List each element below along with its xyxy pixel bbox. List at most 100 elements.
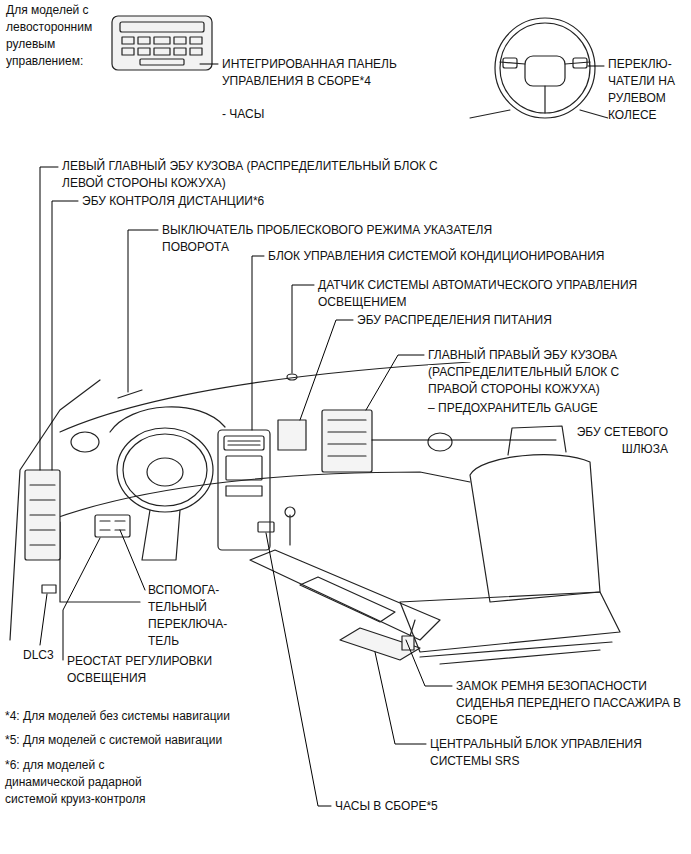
- part-label: ПЕРЕКЛЮ- ЧАТЕЛИ НА РУЛЕВОМ КОЛЕСЕ: [608, 57, 675, 122]
- leader-lines-part: [372, 440, 556, 441]
- dashboard-outline-part: [118, 390, 142, 398]
- control-panel-icon-part: [122, 48, 134, 55]
- dashboard-outline-part: [258, 522, 274, 532]
- part-label-box: ЦЕНТРАЛЬНЫЙ БЛОК УПРАВЛЕНИЯ СИСТЕМЫ SRS: [430, 736, 680, 770]
- part-label: – ПРЕДОХРАНИТЕЛЬ GAUGE: [428, 401, 598, 415]
- dashboard-outline-part: [10, 380, 100, 640]
- footnote-box: *6: для моделей с динамической радарной …: [5, 757, 177, 808]
- leader-lines-part: [300, 320, 353, 420]
- dashboard-outline-part: [71, 432, 99, 452]
- control-panel-icon-part: [174, 48, 186, 55]
- part-label: ЧАСЫ В СБОРЕ*5: [335, 799, 438, 813]
- dashboard-outline-part: [226, 456, 262, 480]
- leader-lines-part: [252, 256, 264, 430]
- dashboard-outline-part: [60, 362, 470, 432]
- dashboard-outline-part: [100, 521, 125, 530]
- dashboard-outline-part: [226, 486, 262, 496]
- control-panel-icon-part: [190, 48, 202, 55]
- leader-lines-part: [375, 652, 426, 744]
- part-label: ЭБУ РАСПРЕДЕЛЕНИЯ ПИТАНИЯ: [357, 313, 552, 327]
- dashboard-outline-part: [95, 515, 130, 537]
- part-label-box: ВСПОМОГА- ТЕЛЬНЫЙ ПЕРЕКЛЮЧА- ТЕЛЬ: [148, 582, 232, 650]
- dashboard-outline-part: [328, 420, 366, 456]
- part-label-box: РЕОСТАТ РЕГУЛИРОВКИ ОСВЕЩЕНИЯ: [67, 653, 245, 687]
- footnote-box: *4: Для моделей без системы навигации: [5, 708, 305, 725]
- dashboard-outline-part: [278, 420, 306, 450]
- part-label: ЗАМОК РЕМНЯ БЕЗОПАСНОСТИ СИДЕНЬЯ ПЕРЕДНЕ…: [456, 679, 681, 727]
- leader-lines-part: [128, 230, 158, 392]
- dashboard-outline-part: [42, 585, 56, 593]
- model-note-box: Для моделей с левосторонним рулевым упра…: [6, 2, 98, 70]
- dashboard-outline-part: [30, 485, 55, 545]
- footnote: *5: Для моделей с системой навигации: [5, 733, 222, 747]
- part-label-box: ПЕРЕКЛЮ- ЧАТЕЛИ НА РУЛЕВОМ КОЛЕСЕ: [608, 56, 686, 124]
- steering-wheel-icon: [470, 18, 615, 120]
- dashboard-outline-part: [428, 433, 452, 451]
- leader-lines-part: [63, 538, 100, 660]
- steering-wheel-icon-part: [500, 23, 590, 113]
- steering-wheel-icon-part: [495, 18, 595, 118]
- leader-lines-part: [366, 355, 424, 410]
- part-label-box: ЧАСЫ В СБОРЕ*5: [335, 798, 495, 815]
- dashboard-outline-part: [123, 434, 207, 506]
- part-label: ГЛАВНЫЙ ПРАВЫЙ ЭБУ КУЗОВА (РАСПРЕДЕЛИТЕЛ…: [428, 348, 619, 396]
- passenger-seat: [400, 426, 620, 664]
- leader-lines-part: [120, 530, 145, 590]
- part-label: РЕОСТАТ РЕГУЛИРОВКИ ОСВЕЩЕНИЯ: [67, 654, 212, 685]
- control-panel-icon-part: [112, 16, 212, 70]
- part-label-box: БЛОК УПРАВЛЕНИЯ СИСТЕМОЙ КОНДИЦИОНИРОВАН…: [268, 248, 683, 265]
- part-label-box: ГЛАВНЫЙ ПРАВЫЙ ЭБУ КУЗОВА (РАСПРЕДЕЛИТЕЛ…: [428, 347, 660, 398]
- part-label-box: - ЧАСЫ: [222, 106, 302, 123]
- leader-lines-part: [292, 285, 314, 373]
- leader-lines-part: [52, 201, 78, 470]
- control-panel-icon-part: [120, 22, 204, 32]
- control-panel-icon-part: [122, 37, 134, 44]
- part-label-box: ЭБУ КОНТРОЛЯ ДИСТАНЦИИ*6: [82, 193, 342, 210]
- part-label-box: ЭБУ РАСПРЕДЕЛЕНИЯ ПИТАНИЯ: [357, 312, 607, 329]
- model-note: Для моделей с левосторонним рулевым упра…: [6, 3, 92, 68]
- steering-wheel-icon-part: [525, 56, 565, 86]
- part-label: ВСПОМОГА- ТЕЛЬНЫЙ ПЕРЕКЛЮЧА- ТЕЛЬ: [148, 583, 227, 648]
- control-panel-icon-part: [138, 48, 150, 55]
- leader-lines-part: [40, 167, 58, 470]
- footnote: *4: Для моделей без системы навигации: [5, 709, 230, 723]
- passenger-seat-part: [470, 455, 600, 602]
- footnote: *6: для моделей с динамической радарной …: [5, 758, 145, 806]
- part-label: DLC3: [23, 648, 54, 662]
- control-panel-icon: [112, 16, 212, 70]
- part-label-box: ЭБУ СЕТЕВОГО ШЛЮЗА: [548, 424, 668, 458]
- part-label: - ЧАСЫ: [222, 107, 264, 121]
- control-panel-icon-part: [174, 37, 186, 44]
- control-panel-icon-part: [154, 37, 170, 44]
- dashboard-outline-part: [117, 428, 213, 512]
- part-label: ИНТЕГРИРОВАННАЯ ПАНЕЛЬ УПРАВЛЕНИЯ В СБОР…: [222, 57, 397, 88]
- passenger-seat-part: [402, 636, 414, 650]
- dashboard-outline-part: [228, 441, 260, 445]
- dashboard-outline: [10, 362, 470, 660]
- dashboard-outline-part: [250, 550, 440, 640]
- leader-lines: [40, 64, 604, 806]
- part-label-box: – ПРЕДОХРАНИТЕЛЬ GAUGE: [428, 400, 660, 417]
- steering-wheel-icon-part: [503, 58, 517, 68]
- part-label: БЛОК УПРАВЛЕНИЯ СИСТЕМОЙ КОНДИЦИОНИРОВАН…: [268, 249, 604, 263]
- leader-lines-part: [588, 66, 604, 67]
- part-label: ЦЕНТРАЛЬНЫЙ БЛОК УПРАВЛЕНИЯ СИСТЕМЫ SRS: [430, 737, 642, 768]
- part-label-box: ЗАМОК РЕМНЯ БЕЗОПАСНОСТИ СИДЕНЬЯ ПЕРЕДНЕ…: [456, 678, 682, 729]
- part-label-box: ИНТЕГРИРОВАННАЯ ПАНЕЛЬ УПРАВЛЕНИЯ В СБОР…: [222, 56, 400, 90]
- part-label-box: ЛЕВЫЙ ГЛАВНЫЙ ЭБУ КУЗОВА (РАСПРЕДЕЛИТЕЛЬ…: [62, 158, 482, 192]
- dashboard-outline-part: [142, 510, 180, 560]
- leader-lines-part: [40, 594, 47, 645]
- part-label-box: DLC3: [23, 647, 73, 664]
- dashboard-outline-part: [224, 436, 264, 450]
- dashboard-outline-part: [285, 507, 295, 517]
- dashboard-outline-part: [147, 458, 183, 486]
- dashboard-outline-part: [287, 374, 297, 380]
- part-label-box: ДАТЧИК СИСТЕМЫ АВТОМАТИЧЕСКОГО УПРАВЛЕНИ…: [318, 277, 648, 311]
- part-label: ЭБУ СЕТЕВОГО ШЛЮЗА: [577, 425, 668, 456]
- steering-wheel-icon-part: [500, 62, 590, 113]
- part-label: ДАТЧИК СИСТЕМЫ АВТОМАТИЧЕСКОГО УПРАВЛЕНИ…: [318, 278, 637, 309]
- part-label: ЭБУ КОНТРОЛЯ ДИСТАНЦИИ*6: [82, 194, 264, 208]
- part-label: ЛЕВЫЙ ГЛАВНЫЙ ЭБУ КУЗОВА (РАСПРЕДЕЛИТЕЛЬ…: [62, 159, 438, 190]
- dashboard-outline-part: [60, 522, 140, 602]
